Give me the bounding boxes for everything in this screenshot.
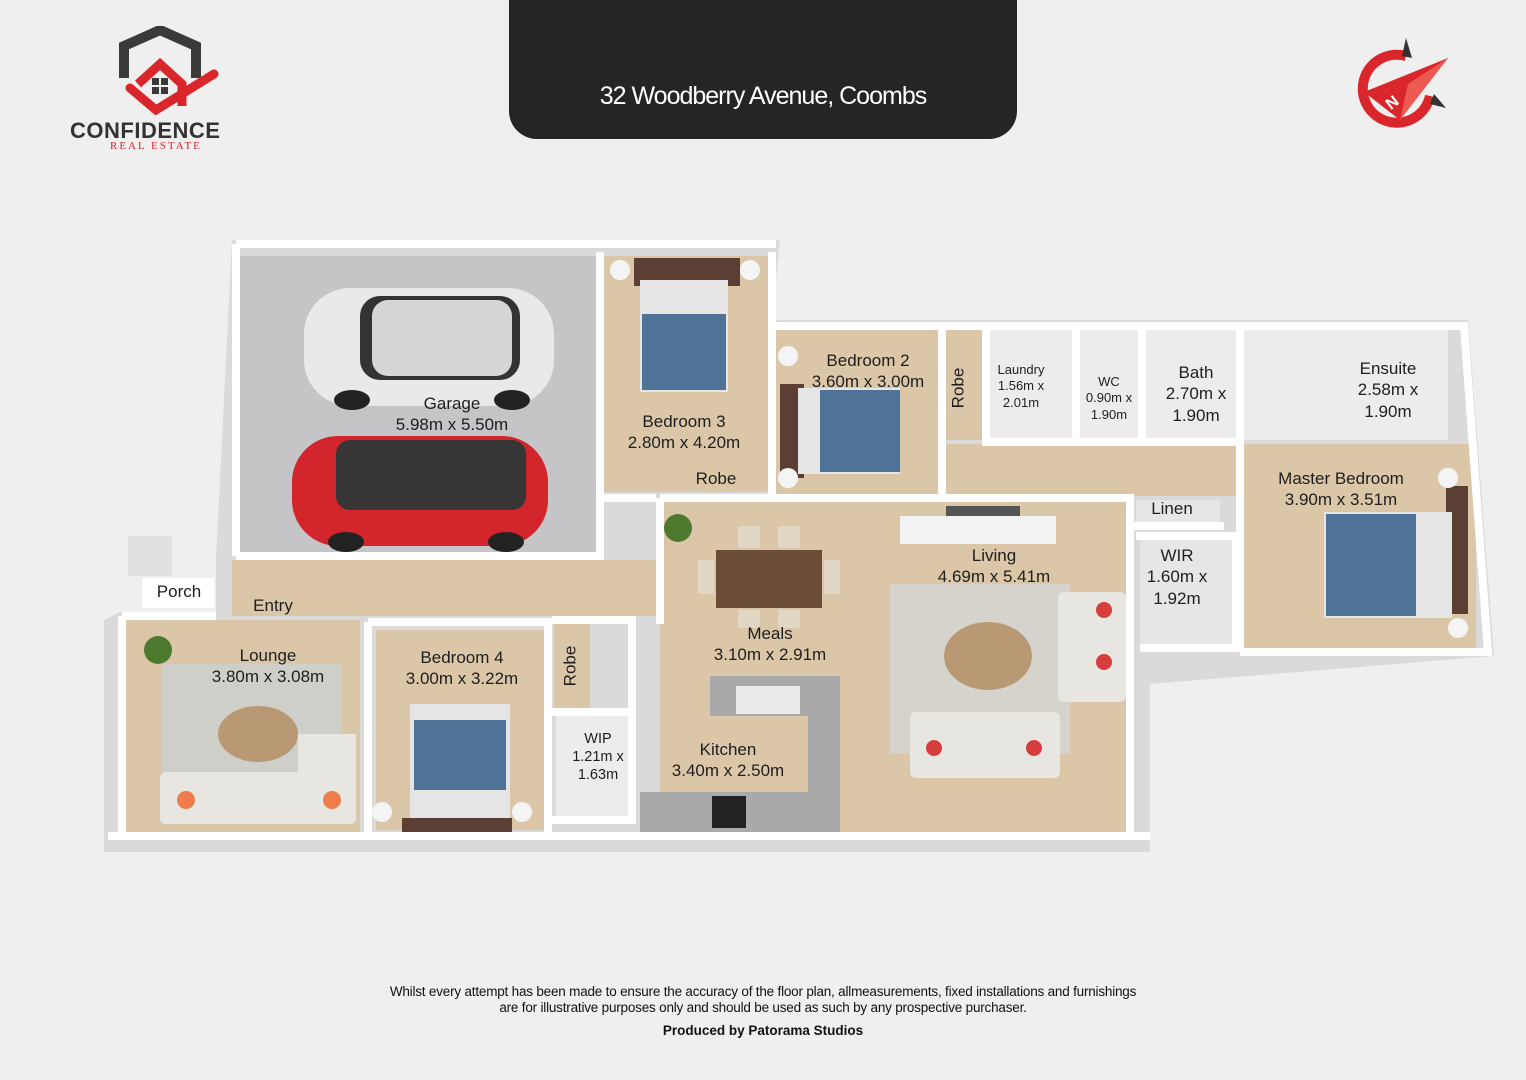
room-robe-bedroom-4: Robe: [560, 645, 580, 687]
cooktop-icon: [712, 796, 746, 828]
disclaimer-text: Whilst every attempt has been made to en…: [389, 984, 1137, 1016]
kitchen-counter: [640, 676, 840, 834]
room-robe-bedroom-2: Robe: [948, 367, 968, 409]
address-banner: 32 Woodberry Avenue, Coombs: [509, 0, 1017, 139]
wip-floor: [556, 716, 630, 820]
ensuite-floor: [1244, 330, 1448, 440]
bed-icon-master: [1324, 468, 1468, 638]
lounge-sofa-icon: [160, 734, 356, 824]
walls: [108, 240, 1493, 840]
room-linen: Linen: [1151, 499, 1193, 518]
brand-name: CONFIDENCE: [70, 118, 221, 143]
porch-floor: [142, 578, 214, 608]
property-address: 32 Woodberry Avenue, Coombs: [599, 82, 927, 110]
wc-floor: [1078, 330, 1140, 440]
bath-floor: [1144, 330, 1240, 440]
tv-unit-icon: [900, 516, 1056, 544]
living-coffee-table-icon: [944, 622, 1032, 690]
bed-icon-bedroom2: [778, 346, 900, 488]
wir-floor: [1140, 540, 1236, 646]
bed-icon-bedroom4: [372, 704, 532, 832]
porch-post: [128, 536, 172, 576]
robe2-floor: [944, 330, 982, 440]
white-car-icon: [304, 288, 554, 410]
plant-icon: [664, 514, 692, 542]
tv-icon: [946, 506, 1020, 516]
entry-floor: [232, 560, 656, 616]
living-sofa-icon: [910, 592, 1126, 778]
laundry-floor: [988, 330, 1074, 440]
north-compass-icon: N: [1357, 38, 1448, 128]
room-entry: Entry: [253, 596, 293, 615]
brand-tagline: REAL ESTATE: [110, 140, 202, 152]
room-porch: Porch: [156, 582, 202, 601]
lounge-coffee-table-icon: [218, 706, 298, 762]
plant-icon: [144, 636, 172, 664]
dining-table-icon: [698, 526, 840, 628]
confidence-logo-icon: [119, 26, 219, 116]
robe4-floor: [554, 624, 590, 714]
bed-icon-bedroom3: [610, 258, 760, 392]
produced-by-credit: Produced by Patorama Studios: [662, 1023, 864, 1038]
room-robe-bedroom-3: Robe: [695, 469, 737, 488]
kitchen-sink-icon: [736, 686, 800, 714]
red-car-icon: [292, 436, 548, 552]
